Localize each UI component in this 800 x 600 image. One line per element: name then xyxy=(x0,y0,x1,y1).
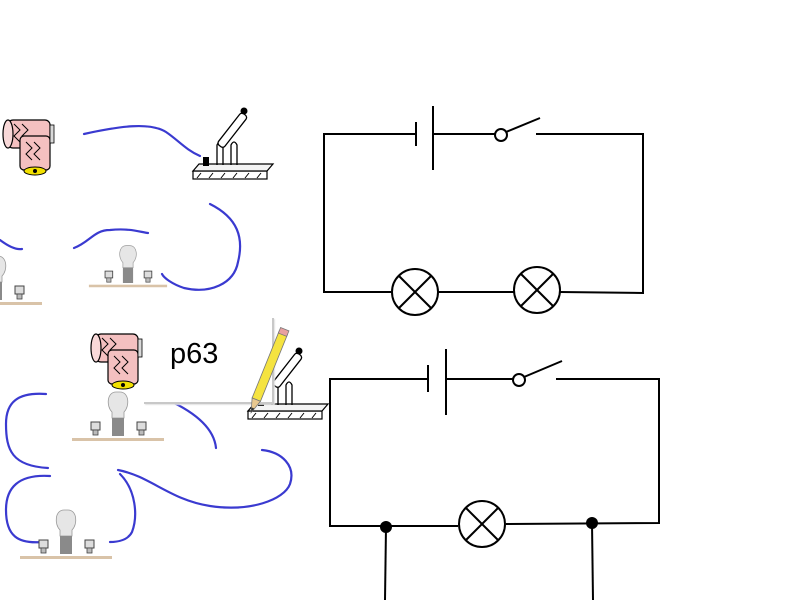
switch-symbol xyxy=(494,117,541,142)
bulb-holder-icon xyxy=(88,245,168,288)
wire-left-stub-top xyxy=(0,238,24,251)
parallel-circuit-diagram xyxy=(329,349,660,600)
wire-left-loop-bottom-2 xyxy=(4,474,52,544)
wire-bulb-to-junction-bottom xyxy=(166,398,218,450)
battery-icon xyxy=(90,333,143,390)
lamp-symbol xyxy=(391,268,439,316)
wire-battery-to-switch-top xyxy=(82,124,202,158)
page-reference-label: p63 xyxy=(170,338,219,370)
circuit-wire xyxy=(329,378,458,527)
circuit-wire xyxy=(591,522,594,600)
lamp-symbol xyxy=(513,266,561,314)
switch-symbol xyxy=(512,360,563,387)
circuit-wire xyxy=(536,133,644,295)
wire-bottom-bulb-right xyxy=(108,472,137,544)
knife-switch-icon xyxy=(192,106,274,180)
junction-dot xyxy=(586,517,598,529)
lamp-symbol xyxy=(458,500,506,548)
bulb-holder-icon xyxy=(0,255,43,306)
wire-long-bottom xyxy=(116,448,293,509)
wire-bulb-link-top xyxy=(72,228,150,250)
bulb-holder-icon xyxy=(19,509,113,560)
wire-left-loop-bottom-1 xyxy=(4,392,50,470)
page-reference-note: p63 xyxy=(144,318,290,414)
battery-symbol xyxy=(427,349,447,415)
circuit-wire xyxy=(505,378,660,525)
battery-icon xyxy=(2,119,55,176)
junction-dot xyxy=(380,521,392,533)
pencil-icon xyxy=(250,326,290,414)
circuit-wire xyxy=(384,526,387,600)
circuit-wire xyxy=(323,133,416,293)
series-circuit-diagram xyxy=(323,106,644,295)
wire-switch-to-bulb-top xyxy=(160,202,242,291)
battery-symbol xyxy=(415,106,434,170)
